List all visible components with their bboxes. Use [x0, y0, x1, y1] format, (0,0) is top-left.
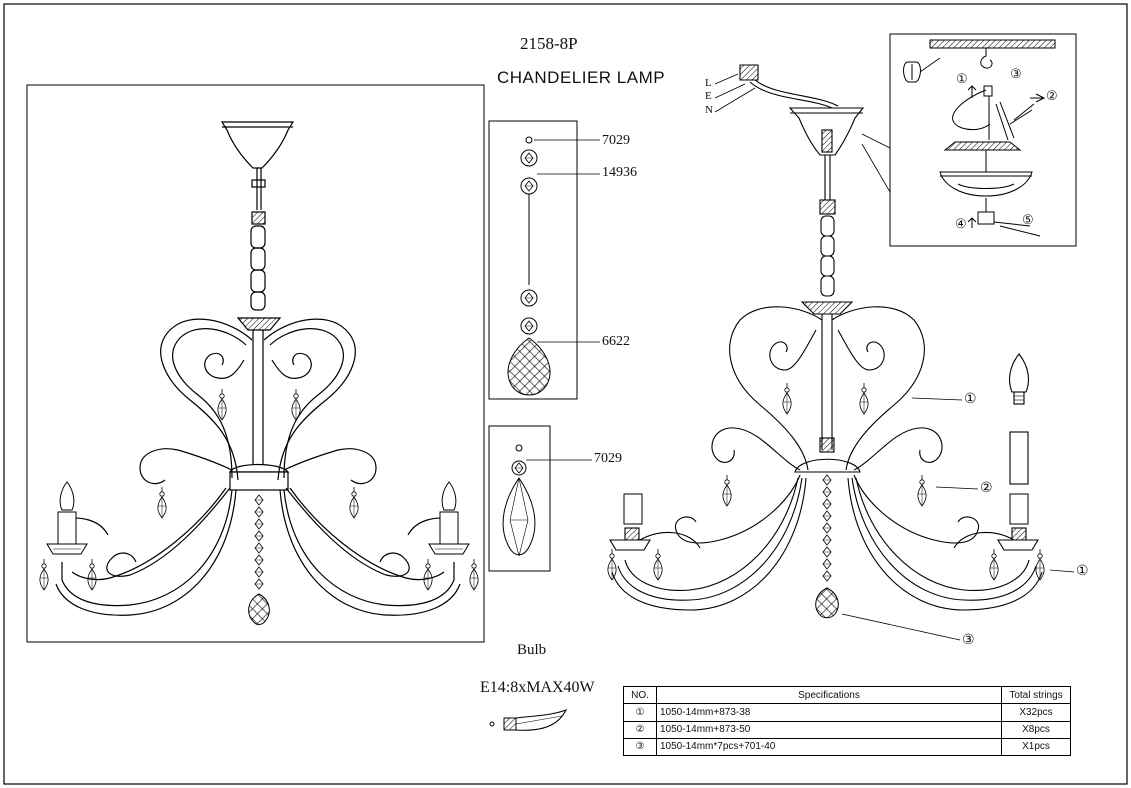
- crystals-perspective-view: [607, 382, 1045, 619]
- bulb-spec: E14:8xMAX40W: [480, 679, 595, 696]
- callout-1-upper: ①: [964, 390, 977, 406]
- wire-label-n: N: [705, 104, 713, 116]
- table-row: ③ 1050-14mm*7pcs+701-40 X1pcs: [623, 737, 1071, 757]
- callout-3: ③: [962, 631, 975, 647]
- parts-detail-a: [488, 120, 600, 400]
- table-row: ② 1050-14mm+873-50 X8pcs: [623, 720, 1071, 739]
- callout-1-lower: ①: [1076, 562, 1089, 578]
- part-label-7029-a: 7029: [602, 133, 630, 148]
- specification-table: NO. Specifications Total strings ① 1050-…: [623, 685, 1071, 757]
- table-header-row: NO. Specifications Total strings: [623, 685, 1071, 705]
- wire-label-e: E: [705, 90, 712, 102]
- row-no: ①: [623, 703, 657, 722]
- row-no: ③: [623, 737, 657, 757]
- table-row: ① 1050-14mm+873-38 X32pcs: [623, 703, 1071, 722]
- wire-label-l: L: [705, 77, 712, 89]
- part-label-6622: 6622: [602, 334, 630, 349]
- part-label-14936: 14936: [602, 165, 637, 180]
- chandelier-front-view: [26, 84, 485, 643]
- bulb-icon: [489, 709, 568, 731]
- header-specifications: Specifications: [656, 685, 1002, 705]
- callout-leaders: [841, 397, 1075, 641]
- install-step-3: ③: [1010, 66, 1022, 81]
- page-title: CHANDELIER LAMP: [497, 68, 666, 87]
- install-step-4: ④: [955, 216, 967, 231]
- row-spec: 1050-14mm*7pcs+701-40: [656, 737, 1002, 757]
- install-step-2: ②: [1046, 88, 1058, 103]
- row-total: X8pcs: [1001, 720, 1071, 739]
- parts-detail-b: [488, 425, 592, 572]
- bulb-heading: Bulb: [517, 642, 547, 658]
- install-step-5: ⑤: [1022, 212, 1034, 227]
- crystals-front-view: [39, 388, 479, 625]
- row-no: ②: [623, 720, 657, 739]
- model-number: 2158-8P: [520, 34, 578, 53]
- header-total-strings: Total strings: [1001, 685, 1071, 705]
- sheet-border: [3, 3, 1128, 785]
- chandelier-perspective-view: [609, 64, 1043, 611]
- part-label-7029-b: 7029: [594, 451, 622, 466]
- row-spec: 1050-14mm+873-50: [656, 720, 1002, 739]
- install-step-1: ①: [956, 71, 968, 86]
- header-no: NO.: [623, 685, 657, 705]
- row-total: X32pcs: [1001, 703, 1071, 722]
- row-total: X1pcs: [1001, 737, 1071, 757]
- callout-2: ②: [980, 479, 993, 495]
- row-spec: 1050-14mm+873-38: [656, 703, 1002, 722]
- installation-detail: [889, 33, 1077, 247]
